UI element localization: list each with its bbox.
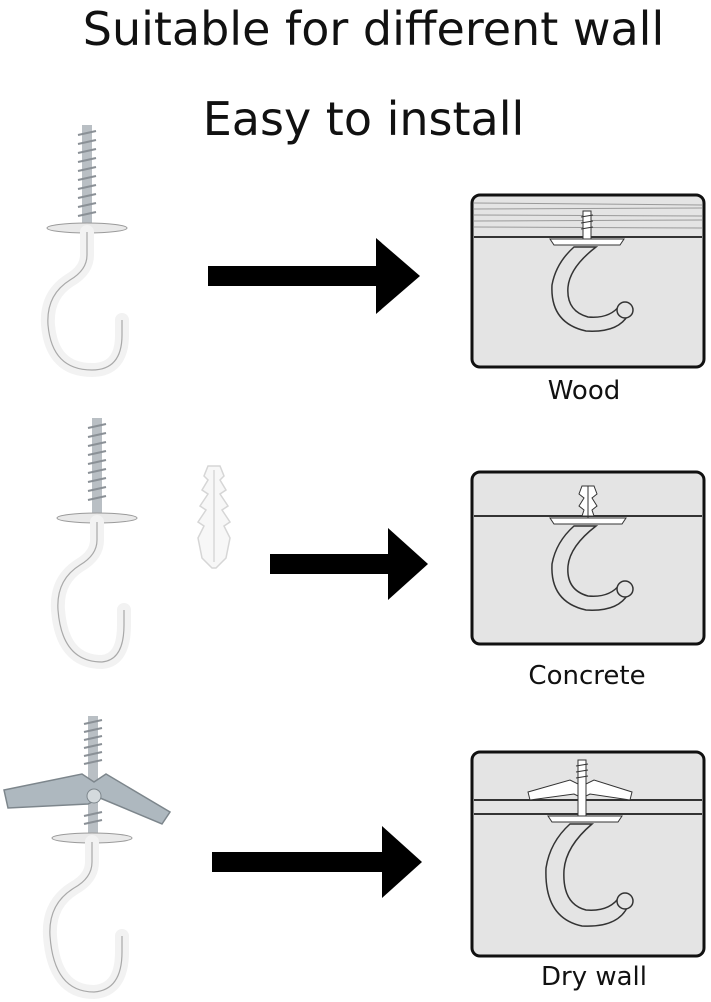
screw-hook-icon [40, 125, 129, 378]
plastic-anchor-icon [196, 465, 232, 569]
headline-line-2: Easy to install [202, 92, 525, 146]
arrow-right-icon [270, 528, 428, 600]
wall-label-drywall: Dry wall [540, 962, 647, 992]
drywall-illustration [470, 750, 706, 958]
arrow-right-icon [208, 238, 420, 314]
concrete-wall-illustration [470, 470, 706, 646]
wall-label-wood: Wood [547, 376, 621, 406]
arrow-right-icon [212, 826, 422, 898]
wall-label-concrete: Concrete [528, 661, 646, 691]
headline-line-1: Suitable for different wall [82, 2, 665, 56]
toggle-bolt-icon [3, 716, 172, 1000]
wood-wall-illustration [470, 193, 706, 369]
screw-hook-icon [50, 418, 138, 670]
